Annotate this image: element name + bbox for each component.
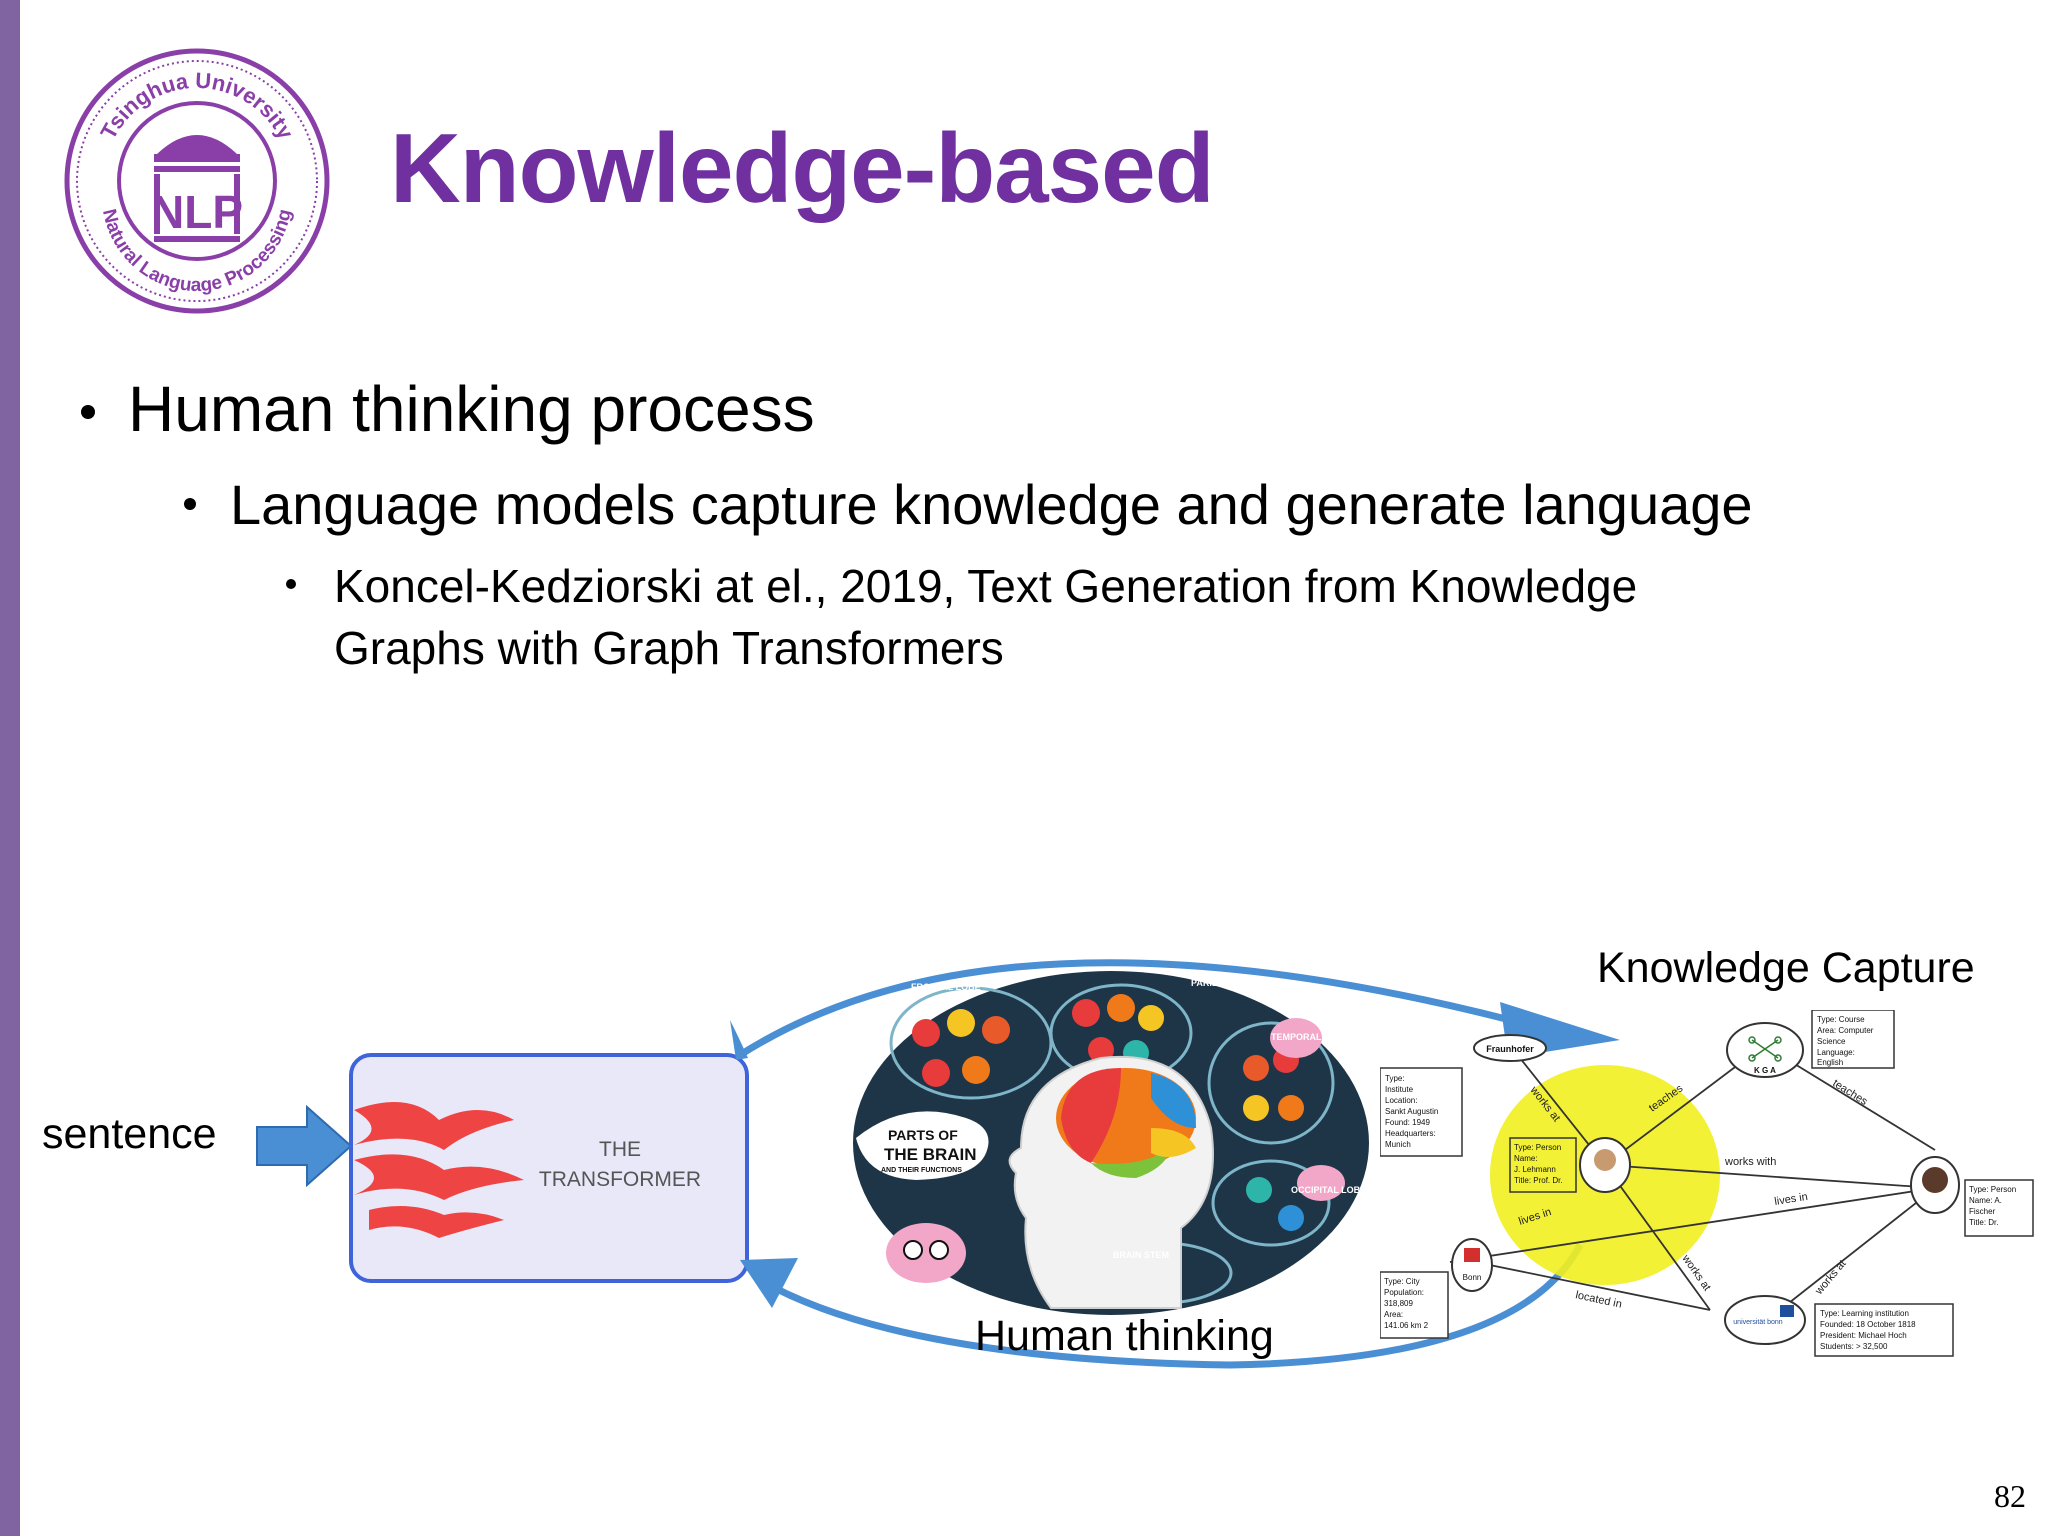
transformer-label: THE TRANSFORMER (520, 1135, 720, 1195)
tsinghua-nlp-logo: Tsinghua University Natural Language Pro… (64, 48, 330, 314)
bullet-dot (184, 498, 196, 510)
uni-bonn-logo-icon (1780, 1305, 1794, 1317)
bullet-level3: Koncel-Kedziorski at el., 2019, Text Gen… (334, 555, 1637, 679)
human-thinking-label: Human thinking (975, 1312, 1274, 1360)
info-text: Location: (1385, 1096, 1417, 1105)
brain-title-line3: AND THEIR FUNCTIONS (881, 1167, 962, 1174)
slide-title: Knowledge-based (390, 113, 1215, 223)
info-text: Fischer (1969, 1207, 1996, 1216)
node-kga-label: K G A (1754, 1066, 1776, 1075)
logo-top-text: Tsinghua University (95, 68, 298, 144)
info-text: Munich (1385, 1140, 1411, 1149)
info-text: 318,809 (1384, 1299, 1413, 1308)
info-text: Area: (1384, 1310, 1403, 1319)
info-box-city (1380, 1271, 1449, 1339)
bullet-level3-line2: Graphs with Graph Transformers (334, 622, 1004, 674)
loop-arrow-top-tail (730, 1020, 748, 1060)
person-avatar-icon (1594, 1149, 1616, 1171)
node-uni-bonn-label: universität bonn (1733, 1319, 1783, 1326)
transformer-label-line1: THE (599, 1138, 641, 1161)
info-text: English (1817, 1058, 1843, 1067)
info-box-course (1811, 1010, 1895, 1069)
info-text: Type: Person (1969, 1185, 2016, 1194)
input-arrow-icon (256, 1105, 353, 1187)
left-accent-bar (0, 0, 20, 1536)
bullet-dot (286, 579, 296, 589)
transformer-label-line2: TRANSFORMER (538, 1168, 702, 1191)
brain-title-line2: THE BRAIN (884, 1145, 977, 1164)
bonn-crest-icon (1464, 1248, 1480, 1262)
info-text: Headquarters: (1385, 1129, 1436, 1138)
lobe-occipital: OCCIPITAL LOBE (1291, 1185, 1366, 1195)
edge-label: teaches (1830, 1077, 1869, 1108)
info-text: Science (1817, 1037, 1846, 1046)
info-text: Founded: 18 October 1818 (1820, 1320, 1916, 1329)
lobe-frontal: FRONTAL LOBE (911, 982, 981, 992)
bullet-dot (81, 405, 95, 419)
info-text: Type: Course (1817, 1015, 1865, 1024)
transformer-box (349, 1053, 749, 1283)
info-box-institute (1380, 1067, 1463, 1157)
flame-icon (354, 1102, 524, 1238)
info-box-person-center (1509, 1137, 1577, 1193)
knowledge-graph: Fraunhofer K G A Bonn universität bonn w… (1380, 1010, 2034, 1357)
info-text: Students: > 32,500 (1820, 1342, 1888, 1351)
info-text: 141.06 km 2 (1384, 1321, 1429, 1330)
bullet-level1: Human thinking process (128, 373, 815, 445)
info-text: Name: (1514, 1154, 1538, 1163)
lobe-temporal: TEMPORAL LOBE (1271, 1032, 1349, 1042)
node-fraunhofer (1473, 1034, 1547, 1062)
info-box-person-right (1964, 1179, 2034, 1237)
sentence-label: sentence (42, 1110, 217, 1158)
info-text: J. Lehmann (1514, 1165, 1556, 1174)
node-bonn-label: Bonn (1463, 1273, 1482, 1282)
edge-label: works with (1724, 1156, 1776, 1168)
logo-nlp-text: NLP (151, 186, 243, 238)
info-box-university (1814, 1303, 1954, 1357)
person-avatar-icon (1922, 1167, 1948, 1193)
info-text: Population: (1384, 1288, 1424, 1297)
edge-label: located in (1574, 1289, 1623, 1311)
loop-arrow-bottom-head-icon (740, 1258, 798, 1308)
knowledge-capture-label: Knowledge Capture (1597, 944, 1975, 992)
bullet-level3-line1: Koncel-Kedziorski at el., 2019, Text Gen… (334, 560, 1638, 612)
brain-title-line1: PARTS OF (888, 1127, 958, 1143)
info-text: Language: (1817, 1048, 1855, 1057)
node-fraunhofer-label: Fraunhofer (1486, 1044, 1534, 1054)
info-text: Type: Learning institution (1820, 1309, 1909, 1318)
node-kga (1726, 1022, 1804, 1078)
node-bonn (1451, 1238, 1493, 1292)
page-number: 82 (1994, 1478, 2026, 1514)
edge-label: works at (1812, 1258, 1848, 1298)
info-text: Title: Dr. (1969, 1218, 1998, 1227)
lobe-brain-stem: BRAIN STEM (1113, 1250, 1169, 1260)
edge-label: lives in (1774, 1191, 1809, 1208)
info-text: Type: City (1384, 1277, 1420, 1286)
info-text: Type: (1385, 1074, 1405, 1083)
info-text: Type: Person (1514, 1143, 1561, 1152)
brain-infographic: PARTS OF THE BRAIN AND THEIR FUNCTIONS F… (853, 971, 1369, 1315)
loop-arrows (730, 959, 1620, 1369)
info-text: Sankt Augustin (1385, 1107, 1438, 1116)
info-text: Found: 1949 (1385, 1118, 1430, 1127)
info-text: Institute (1385, 1085, 1414, 1094)
lobe-parietal: PARIETAL LOBE (1191, 978, 1262, 988)
bullet-level2: Language models capture knowledge and ge… (230, 473, 1753, 536)
info-text: Area: Computer (1817, 1026, 1874, 1035)
info-text: Name: A. (1969, 1196, 2002, 1205)
info-text: President: Michael Hoch (1820, 1331, 1907, 1340)
info-text: Title: Prof. Dr. (1514, 1176, 1563, 1185)
